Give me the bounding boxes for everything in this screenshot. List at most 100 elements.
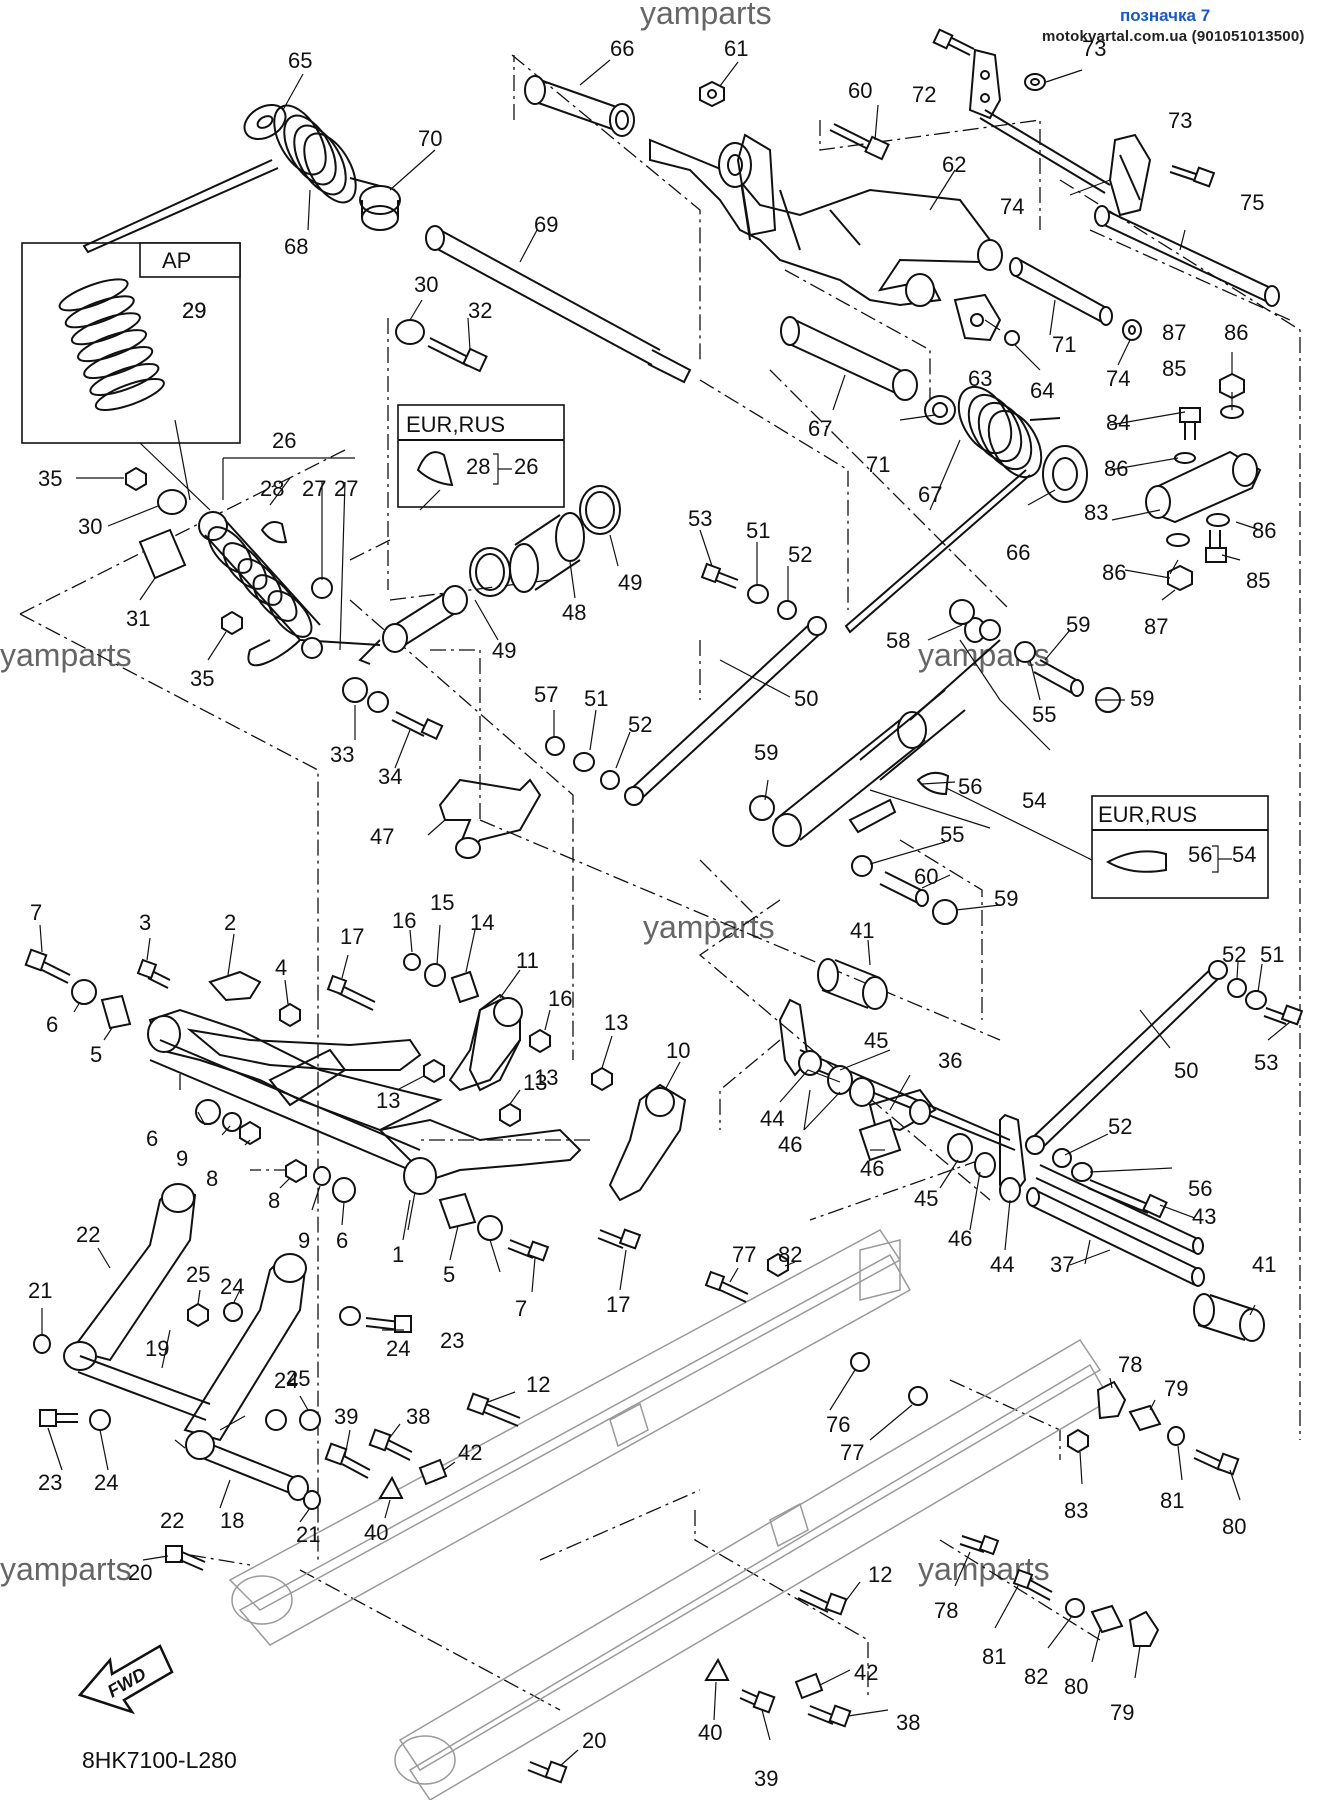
collar-5-icon	[100, 994, 132, 1030]
callout: 83	[1084, 500, 1108, 525]
callout: 86	[1102, 560, 1126, 585]
callout: 8	[268, 1188, 280, 1213]
slider-79b-icon	[1128, 1610, 1160, 1647]
callout: 66	[610, 36, 634, 61]
callout: 80	[1064, 1674, 1088, 1699]
callout: 24	[94, 1470, 118, 1495]
callout: 38	[896, 1710, 920, 1735]
washer-86c-icon	[1206, 513, 1230, 527]
callout: 5	[90, 1042, 102, 1067]
stopper-84-icon	[1145, 450, 1262, 524]
callout: 54	[1022, 788, 1046, 813]
callout: 76	[826, 1412, 850, 1437]
tube-67-icon	[524, 75, 635, 137]
callout: 52	[788, 542, 812, 567]
callout: 13	[523, 1070, 547, 1095]
callout: 31	[126, 606, 150, 631]
callout: 15	[430, 890, 454, 915]
collar-15-icon	[424, 963, 446, 987]
washer-86d-icon	[1166, 533, 1190, 547]
bolt-7-icon	[24, 948, 71, 984]
collar-6c-icon	[332, 1177, 356, 1203]
callout: 30	[414, 272, 438, 297]
washer-66-icon	[243, 103, 287, 141]
callout: 42	[458, 1440, 482, 1465]
watermark: yamparts	[0, 1551, 132, 1587]
bush-31-icon	[138, 528, 187, 580]
callout: 27	[302, 476, 326, 501]
callout: 74	[1000, 194, 1024, 219]
collar-30-icon	[157, 489, 187, 515]
diagram-code: 8HK7100-L280	[82, 1747, 237, 1773]
watermark: yamparts	[0, 637, 132, 673]
bolt-57-icon	[1087, 1179, 1168, 1219]
callout: 7	[30, 900, 42, 925]
callout: 87	[1162, 320, 1186, 345]
clamp-49b-icon	[579, 485, 621, 535]
callout: 41	[1252, 1252, 1276, 1277]
callout: 33	[330, 742, 354, 767]
callout: 23	[38, 1470, 62, 1495]
callout: 13	[604, 1010, 628, 1035]
bush-46-icon	[858, 1118, 902, 1162]
assembly-lines	[19, 54, 1301, 1711]
washer-82-icon	[1167, 1426, 1185, 1446]
callout: 67	[808, 416, 832, 441]
callout: 78	[1118, 1352, 1142, 1377]
fwd-arrow-icon: FWD	[77, 1644, 174, 1715]
callout: 49	[492, 638, 516, 663]
callout: 25	[186, 1262, 210, 1287]
bush-80-icon	[1128, 1404, 1162, 1432]
callout: 56	[1188, 1176, 1212, 1201]
bolt-38b-icon	[807, 1704, 852, 1728]
callout: 19	[145, 1336, 169, 1361]
eur-rus-box-2: EUR,RUS 56 54	[929, 779, 1269, 899]
callout: 17	[340, 924, 364, 949]
callout: 71	[1052, 332, 1076, 357]
clamp-49-icon	[469, 547, 511, 597]
callout: 73	[1168, 108, 1192, 133]
washer-77b-icon	[908, 1386, 928, 1406]
callout: 51	[746, 518, 770, 543]
shock-absorber-26-icon	[198, 511, 381, 667]
callout: 23	[440, 1328, 464, 1353]
washer-24-icon	[223, 1302, 243, 1322]
nut-83b-icon	[1067, 1428, 1089, 1454]
callout: 12	[526, 1372, 550, 1397]
callout: 85	[1246, 568, 1270, 593]
callout: 9	[298, 1228, 310, 1253]
callout: 72	[912, 82, 936, 107]
washer-52-icon	[777, 600, 797, 620]
washer-52d-icon	[1227, 978, 1247, 998]
ap-box-part: 29	[182, 298, 206, 323]
callout: 44	[990, 1252, 1014, 1277]
nut-42b-icon	[794, 1672, 824, 1700]
callout: 21	[28, 1278, 52, 1303]
callout: 79	[1164, 1376, 1188, 1401]
callout: 77	[732, 1242, 756, 1267]
callout: 22	[160, 1508, 184, 1533]
bolt-81b-icon	[1012, 1568, 1053, 1601]
nut-58-icon	[545, 736, 565, 756]
plate-40-icon	[378, 1475, 404, 1499]
callout: 37	[1050, 1252, 1074, 1277]
callout: 32	[468, 298, 492, 323]
callout: 80	[1222, 1514, 1246, 1539]
callout: 39	[754, 1766, 778, 1791]
bolt-23b-icon	[39, 1409, 78, 1427]
eur-rus-group: 26	[514, 454, 538, 479]
collar-6b-icon	[195, 1099, 221, 1125]
callout: 16	[392, 908, 416, 933]
callout: 17	[606, 1292, 630, 1317]
bush-41b-icon	[1193, 1293, 1265, 1342]
nut-25b-icon	[299, 1409, 321, 1431]
nut-8-icon	[239, 1120, 261, 1146]
callout: 79	[1110, 1700, 1134, 1725]
shaft-43-icon	[1035, 1164, 1204, 1255]
bracket-73-icon	[932, 28, 1002, 120]
nut-16b-icon	[529, 1028, 551, 1054]
callout: 24	[220, 1274, 244, 1299]
callout: 51	[584, 686, 608, 711]
badge-label: позначка 7	[1120, 6, 1211, 25]
callout: 20	[128, 1560, 152, 1585]
